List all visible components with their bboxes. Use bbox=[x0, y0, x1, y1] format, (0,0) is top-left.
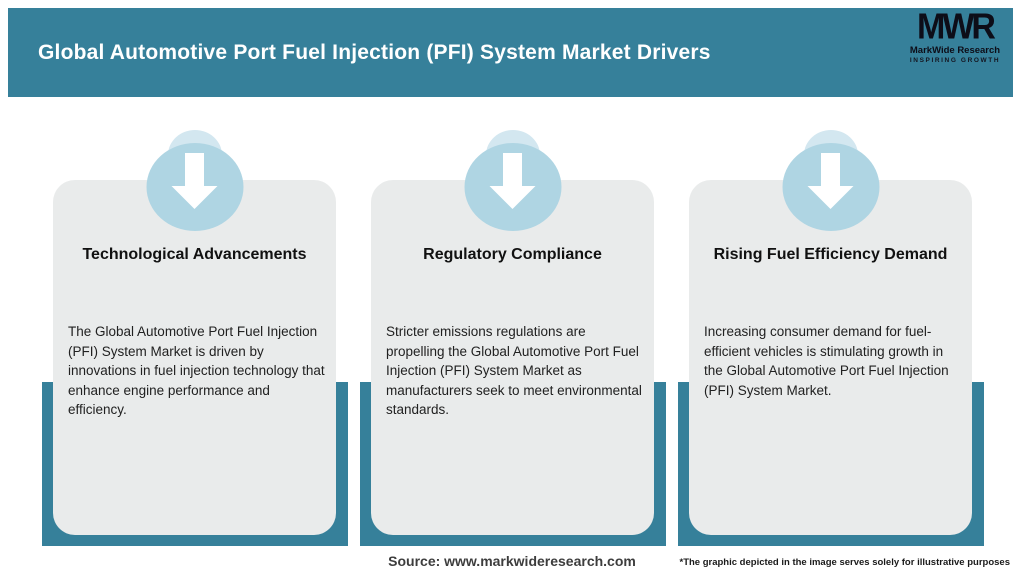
icon-circle bbox=[782, 143, 879, 231]
down-arrow-icon bbox=[807, 153, 854, 219]
driver-card-rising-fuel-efficiency-demand: Rising Fuel Efficiency Demand Increasing… bbox=[678, 0, 984, 576]
page-title: Global Automotive Port Fuel Injection (P… bbox=[38, 40, 711, 64]
card-body-text: The Global Automotive Port Fuel Injectio… bbox=[68, 324, 325, 417]
card-panel bbox=[371, 180, 654, 535]
card-panel bbox=[689, 180, 972, 535]
logo-tagline: INSPIRING GROWTH bbox=[909, 56, 1001, 64]
card-body-text: Stricter emissions regulations are prope… bbox=[386, 324, 642, 417]
disclaimer-note: *The graphic depicted in the image serve… bbox=[679, 557, 1011, 568]
down-arrow-icon bbox=[489, 153, 536, 219]
card-title: Technological Advancements bbox=[82, 246, 307, 263]
icon-circle bbox=[146, 143, 243, 231]
markwide-research-logo: MWR MarkWide Research INSPIRING GROWTH bbox=[903, 7, 1007, 64]
header-bar: Global Automotive Port Fuel Injection (P… bbox=[8, 8, 1013, 97]
card-panel bbox=[53, 180, 336, 535]
down-arrow-icon bbox=[171, 153, 218, 219]
driver-card-regulatory-compliance: Regulatory Compliance Stricter emissions… bbox=[360, 0, 666, 576]
icon-circle bbox=[464, 143, 561, 231]
card-title: Regulatory Compliance bbox=[423, 246, 602, 263]
card-body-text: Increasing consumer demand for fuel-effi… bbox=[704, 324, 949, 398]
logo-company-name: MarkWide Research bbox=[909, 45, 1001, 56]
driver-card-technological-advancements: Technological Advancements The Global Au… bbox=[42, 0, 348, 576]
source-attribution: Source: www.markwideresearch.com bbox=[388, 553, 636, 569]
card-title: Rising Fuel Efficiency Demand bbox=[713, 246, 948, 263]
logo-monogram: MWR bbox=[917, 7, 996, 47]
